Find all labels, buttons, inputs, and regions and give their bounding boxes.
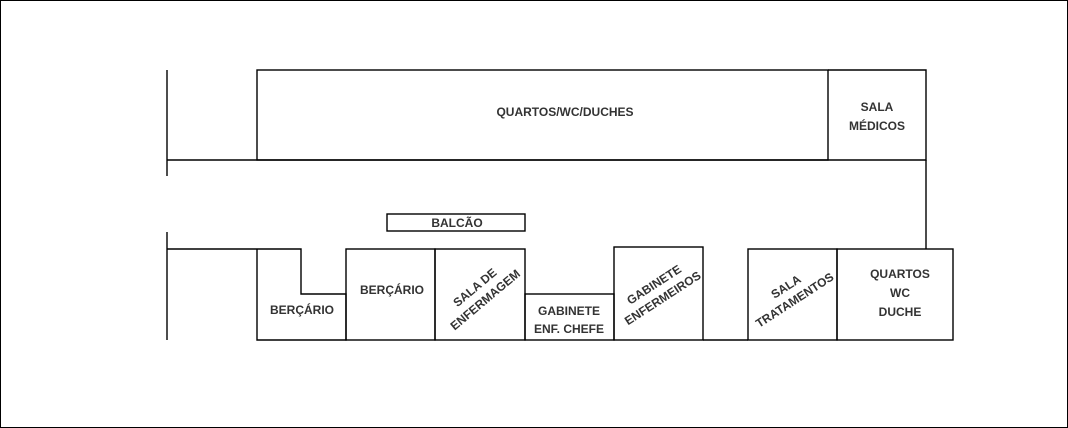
label-sala-tratamentos: SALA TRATAMENTOS xyxy=(753,270,836,331)
label-sala-medicos-line1: SALA xyxy=(861,100,894,114)
label-quartos-wc-duche-line3: DUCHE xyxy=(879,305,922,319)
label-sala-enfermagem: SALA DE ENFERMAGEM xyxy=(448,265,523,333)
label-quartos-wc-duches: QUARTOS/WC/DUCHES xyxy=(496,105,633,119)
label-gabinete-enfermeiros: GABINETE ENFERMEIROS xyxy=(622,262,703,328)
label-bercario-1: BERÇÁRIO xyxy=(270,302,334,317)
label-sala-medicos-line2: MÉDICOS xyxy=(849,118,905,133)
label-balcao: BALCÃO xyxy=(431,215,482,230)
label-gabinete-enf-chefe-line1: GABINETE xyxy=(538,304,600,318)
label-quartos-wc-duche-line2: WC xyxy=(890,286,910,300)
room-quartos-wc-duche xyxy=(836,248,954,341)
label-quartos-wc-duche-line1: QUARTOS xyxy=(870,267,930,281)
room-sala-medicos xyxy=(828,69,927,161)
room-quartos-wc-duches xyxy=(256,69,829,161)
label-gabinete-enf-chefe-line2: ENF. CHEFE xyxy=(534,322,604,336)
room-bercario-1 xyxy=(256,248,347,341)
balcao-counter xyxy=(386,213,526,232)
label-bercario-2: BERÇÁRIO xyxy=(360,282,424,297)
room-gabinete-enfermeiros xyxy=(613,246,704,341)
